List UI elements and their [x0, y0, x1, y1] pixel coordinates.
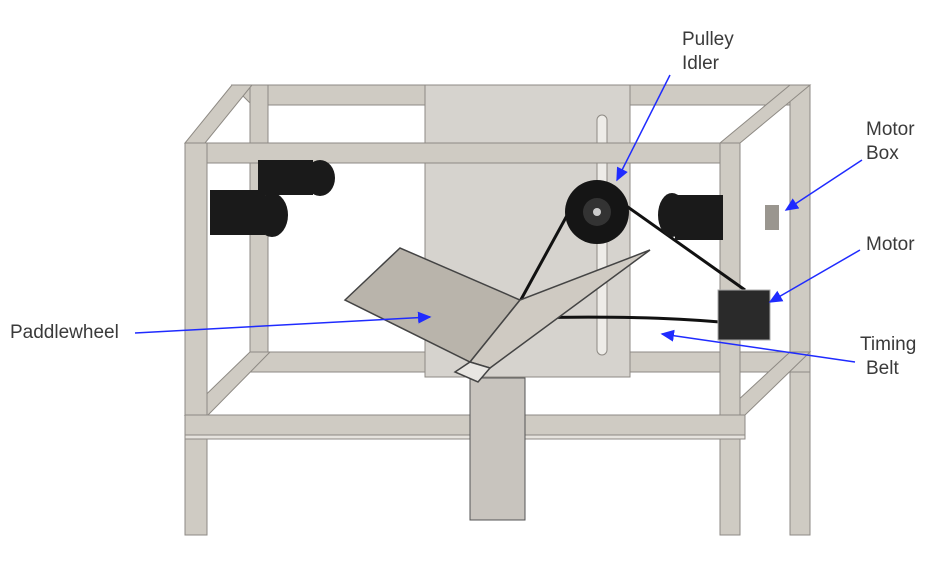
- arrow-pulley-idler: [616, 74, 671, 182]
- label-line: Idler: [682, 53, 719, 74]
- arrow-timing-belt: [660, 329, 856, 363]
- label-line: Timing: [860, 334, 917, 355]
- label-line: Belt: [866, 358, 899, 379]
- label-motor-box: Motor Box: [866, 118, 915, 166]
- callout-arrows: [134, 74, 863, 363]
- label-line: Pulley: [682, 29, 734, 50]
- label-line: Motor: [866, 119, 915, 140]
- paddle-lower-plate: [469, 377, 526, 521]
- label-pulley-idler: Pulley Idler: [682, 28, 734, 76]
- pulley-idler: [565, 180, 629, 244]
- motors: [210, 160, 779, 341]
- label-paddlewheel: Paddlewheel: [10, 322, 119, 343]
- arrow-motor-box: [784, 159, 863, 211]
- arrow-paddlewheel: [134, 311, 432, 334]
- label-line: Box: [866, 143, 899, 164]
- arrow-motor: [768, 249, 861, 303]
- label-motor: Motor: [866, 234, 915, 255]
- label-timing-belt: Timing Belt: [860, 333, 916, 381]
- paddlewheel: [343, 247, 651, 383]
